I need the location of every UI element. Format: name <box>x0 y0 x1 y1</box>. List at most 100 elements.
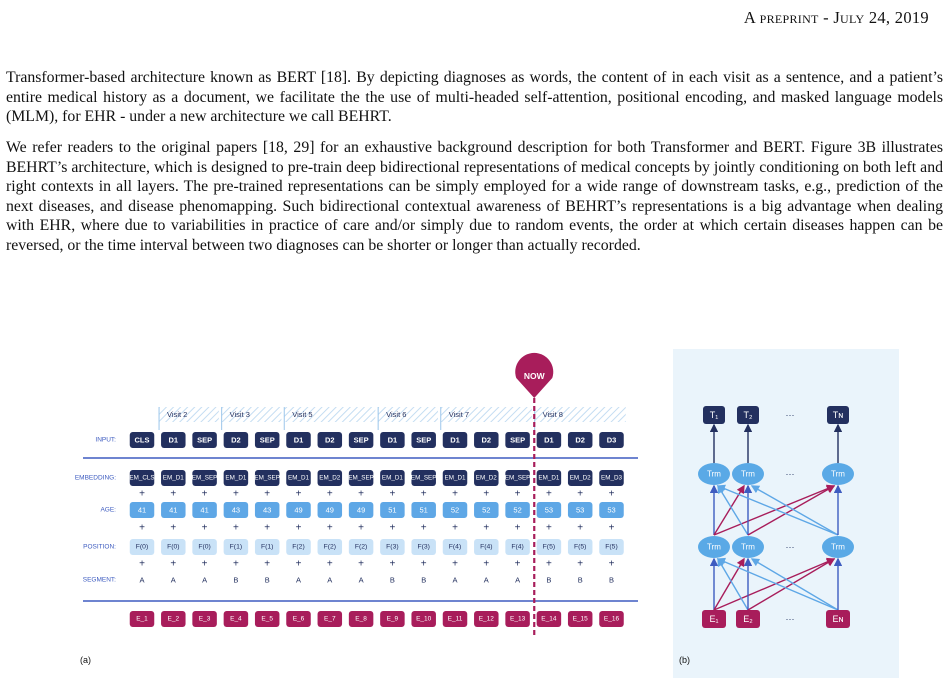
embedding-cell <box>254 470 280 486</box>
visit-label: Visit 5 <box>292 410 312 419</box>
position-cell-label: F(1) <box>230 544 242 551</box>
header-date: July 24, 2019 <box>833 8 929 27</box>
input-cell-label: D2 <box>482 436 492 445</box>
panel-label-b: (b) <box>679 655 690 665</box>
input-cell-label: D1 <box>388 436 398 445</box>
embedding-cell <box>223 470 249 486</box>
paragraph-2: We refer readers to the original papers … <box>6 139 943 254</box>
input-cell-label: SEP <box>416 436 431 445</box>
trm-node <box>822 536 854 558</box>
position-cell-label: F(2) <box>324 544 336 551</box>
embedding-cell <box>442 470 468 486</box>
position-cell-label: F(2) <box>292 544 304 551</box>
plus-sign: + <box>358 489 364 500</box>
now-pin-icon <box>515 352 554 398</box>
age-cell <box>380 502 405 518</box>
input-cell <box>161 432 186 448</box>
plus-sign: + <box>389 523 395 534</box>
position-cell-label: F(3) <box>417 544 429 551</box>
age-cell <box>254 502 280 518</box>
trm-label: Trm <box>741 543 755 552</box>
age-cell-label: 51 <box>388 506 396 515</box>
input-cell <box>474 432 499 448</box>
output-cell <box>161 611 186 627</box>
segment-cell-label: A <box>515 576 520 585</box>
output-cell <box>348 611 374 627</box>
input-cell <box>567 432 593 448</box>
row-label-age: AGE: <box>100 507 116 514</box>
row-label-input: INPUT: <box>95 437 116 444</box>
plus-sign: + <box>421 559 427 570</box>
plus-sign: + <box>515 489 521 500</box>
plus-sign: + <box>202 489 208 500</box>
plus-sign: + <box>483 523 489 534</box>
embedding-cell <box>599 470 624 486</box>
output-cell-label: E_7 <box>324 616 336 623</box>
output-token-label: T₁ <box>710 410 719 420</box>
plus-sign: + <box>202 559 208 570</box>
plus-sign: + <box>515 559 521 570</box>
input-token <box>736 610 760 628</box>
plus-sign: + <box>139 559 145 570</box>
input-token <box>702 610 726 628</box>
output-cell <box>254 611 280 627</box>
attention-arrow <box>747 485 836 536</box>
position-cell <box>536 539 562 555</box>
embedding-cell-label: EM_D1 <box>382 475 403 482</box>
input-cell <box>192 432 217 448</box>
position-cell <box>474 539 499 555</box>
age-cell-label: 41 <box>138 506 146 515</box>
age-cell-label: 53 <box>576 506 584 515</box>
segment-cell-label: B <box>265 576 270 585</box>
output-cell <box>411 611 436 627</box>
plus-sign: + <box>327 559 333 570</box>
input-cell <box>536 432 562 448</box>
age-cell <box>223 502 249 518</box>
segment-cell-label: A <box>202 576 207 585</box>
plus-sign: + <box>389 489 395 500</box>
output-cell-label: E_16 <box>604 616 620 623</box>
embedding-cell <box>380 470 405 486</box>
embedding-cell <box>474 470 499 486</box>
embedding-cell-label: EM_SEP <box>411 475 437 482</box>
attention-arrow <box>747 558 836 611</box>
embedding-cell-label: EM_D1 <box>163 475 184 482</box>
attention-arrow <box>713 484 836 536</box>
plus-sign: + <box>233 559 239 570</box>
output-cell <box>223 611 249 627</box>
output-cell-label: E_5 <box>261 616 273 623</box>
embedding-cell <box>129 470 155 486</box>
embedding-cell-label: EM_D1 <box>445 475 466 482</box>
plus-sign: + <box>577 523 583 534</box>
position-cell <box>192 539 217 555</box>
trm-label: Trm <box>831 543 845 552</box>
position-cell <box>286 539 311 555</box>
segment-cell-label: A <box>139 576 144 585</box>
row-label-embedding: EMBEDDING: <box>75 475 116 482</box>
plus-sign: + <box>609 523 615 534</box>
position-cell <box>317 539 343 555</box>
paragraph-1: Transformer-based architecture known as … <box>6 69 943 125</box>
output-cell-label: E_15 <box>573 616 589 623</box>
age-cell-label: 49 <box>357 506 365 515</box>
segment-cell-label: B <box>546 576 551 585</box>
trm-node <box>822 463 854 485</box>
embedding-cell <box>348 470 374 486</box>
segment-cell-label: A <box>327 576 332 585</box>
visit-band <box>159 407 219 422</box>
output-cell <box>192 611 217 627</box>
visit-label: Visit 3 <box>230 410 250 419</box>
position-cell-label: F(3) <box>386 544 398 551</box>
output-cell-label: E_8 <box>355 616 367 623</box>
age-cell-label: 51 <box>420 506 428 515</box>
trm-node <box>732 463 764 485</box>
position-cell-label: F(0) <box>198 544 210 551</box>
plus-sign: + <box>139 523 145 534</box>
input-cell-label: D2 <box>575 436 585 445</box>
position-cell-label: F(4) <box>449 544 461 551</box>
visit-band <box>284 407 376 422</box>
plus-sign: + <box>358 559 364 570</box>
segment-cell-label: B <box>421 576 426 585</box>
input-cell-label: SEP <box>354 436 369 445</box>
